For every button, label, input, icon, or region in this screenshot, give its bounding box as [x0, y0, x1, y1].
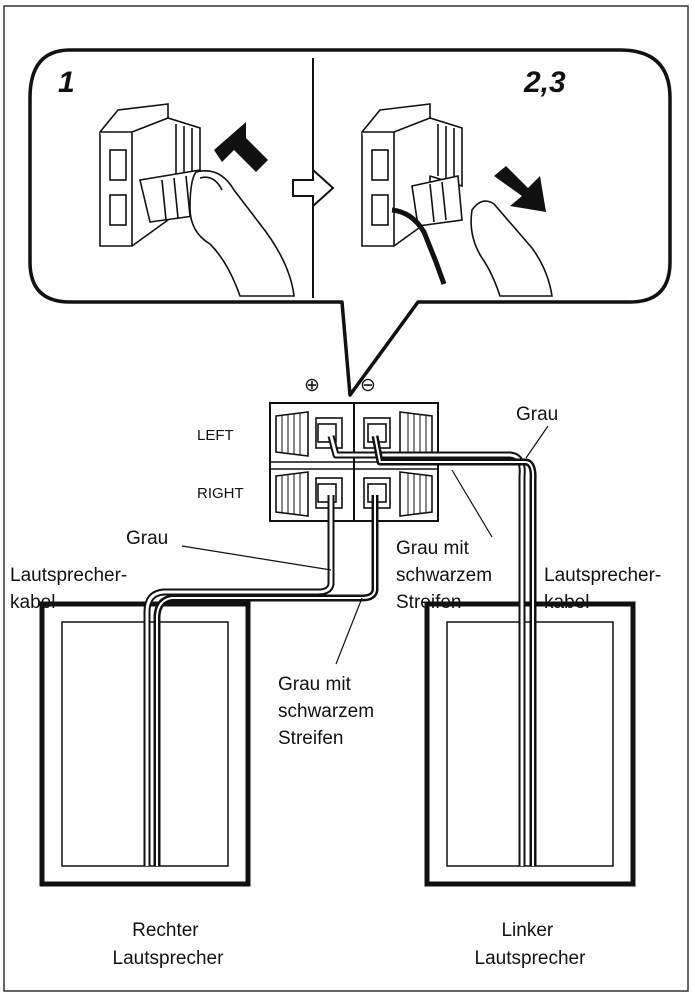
step-1-illustration: [99, 103, 295, 297]
grau-label-left: Grau: [126, 528, 168, 549]
release-arrow-icon: [494, 166, 546, 212]
left-speaker-label: Linker Lautsprecher: [475, 920, 587, 969]
push-arrow-icon: [214, 122, 268, 172]
page-frame: [3, 5, 689, 992]
plus-symbol: ⊕: [304, 375, 320, 396]
inserted-wire: [391, 207, 447, 285]
minus-symbol: ⊖: [360, 375, 376, 396]
right-speaker-label: Rechter Lautsprecher: [113, 920, 225, 969]
next-step-arrow-icon: [292, 167, 335, 209]
speaker-cables: [143, 435, 537, 866]
terminal-ridges: [281, 413, 427, 515]
left-row-label: LEFT: [197, 427, 234, 444]
cable-label-left: Lautsprecher- kabel: [10, 565, 133, 613]
grau-label-right: Grau: [516, 404, 558, 425]
leader-lines: [181, 425, 549, 665]
step-1-label: 1: [58, 66, 75, 99]
step-2-3-label: 2,3: [523, 66, 566, 99]
right-row-label: RIGHT: [197, 485, 244, 502]
stripe-label-lower: Grau mit schwarzem Streifen: [278, 674, 379, 749]
cable-label-right: Lautsprecher- kabel: [544, 565, 667, 613]
stripe-label-upper: Grau mit schwarzem Streifen: [396, 538, 497, 613]
